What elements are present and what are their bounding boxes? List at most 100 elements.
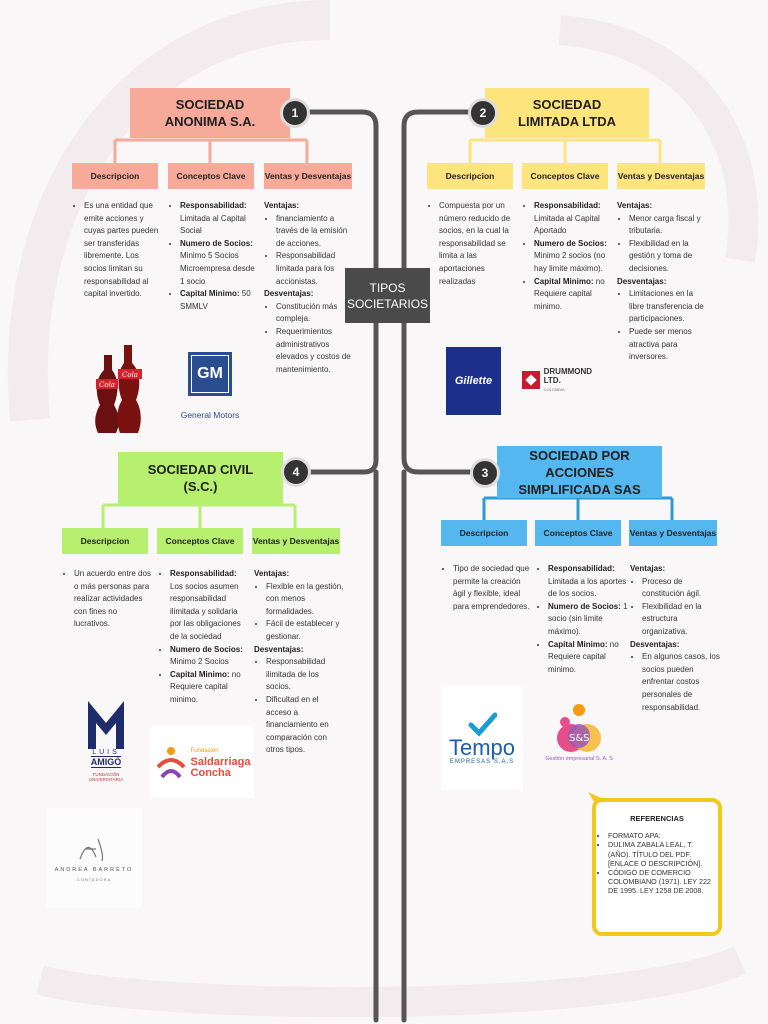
sa-number-badge: 1 [280,98,310,128]
general-motors-logo: GM General Motors [170,340,250,432]
sas-cat-ventajas: Ventas y Desventajas [629,520,717,546]
sc-title-line-1: SOCIEDAD CIVIL [147,462,254,477]
sas-cat-conceptos: Conceptos Clave [535,520,621,546]
sc-desventaja-item: Dificultad en el acceso a financiamiento… [266,694,346,757]
sas-concept-item: Numero de Socios: 1 socio (sin limite má… [548,601,628,639]
sa-cat-ventajas: Ventas y Desventajas [264,163,352,189]
sa-concept-item: Capital Minimo: 50 SMMLV [180,288,260,313]
reference-item: FORMATO APA: [608,831,712,840]
sa-concept-item: Numero de Socios: Minimo 5 Socios Microe… [180,238,260,288]
ltda-desc-text: Compuesta por un número reducido de soci… [439,200,517,288]
ltda-title: SOCIEDAD LIMITADA LTDA [485,88,649,138]
coca-cola-logo: Cola Cola [90,335,160,435]
ltda-ventaja-item: Flexibilidad en la gestión y toma de dec… [629,238,709,276]
center-node: TIPOS SOCIETARIOS [345,268,430,323]
center-line-2: SOCIETARIOS [346,296,429,311]
sc-cat-descripcion: Descripcion [62,528,148,554]
references-box: REFERENCIAS FORMATO APA: DULIMA ZABALA L… [592,798,722,936]
references-title: REFERENCIAS [630,814,684,823]
ltda-title-line-2: LIMITADA LTDA [518,114,616,129]
luis-amigo-logo: LUIS AMIGÓ FUNDACIÓN UNIVERSITARIA [62,686,150,796]
sas-descripcion: Tipo de sociedad que permite la creación… [441,563,531,613]
sa-cat-conceptos: Conceptos Clave [168,163,254,189]
sc-concept-item: Responsabilidad: Los socios asumen respo… [170,568,250,644]
sa-ventaja-item: financiamiento a través de la emisión de… [276,213,356,251]
sc-desc-text: Un acuerdo entre dos o más personas para… [74,568,152,631]
ltda-number-badge: 2 [468,98,498,128]
sc-desventajas-label: Desventajas: [254,644,304,654]
sc-ventaja-item: Fácil de establecer y gestionar. [266,618,346,643]
sas-ventaja-item: Proceso de constitución ágil. [642,576,722,601]
sa-ventaja-item: Responsabilidad limitada para los accion… [276,250,356,288]
sas-ventaja-item: Flexibilidad en la estructura organizati… [642,601,722,639]
ltda-concept-item: Capital Minimo: no Requiere capital mini… [534,276,614,314]
tempo-logo: Tempo EMPRESAS S.A.S [441,686,523,790]
ltda-desventaja-item: Limitaciones en la libre transferencia d… [629,288,709,326]
sa-concept-item: Responsabilidad: Limitada al Capital Soc… [180,200,260,238]
reference-item: DULIMA ZABALA LEAL, T. (AÑO). TÍTULO DEL… [608,840,712,868]
saldarriaga-concha-logo: Fundación Saldarriaga Concha [150,726,254,798]
sas-title-line-1: SOCIEDAD POR [529,447,630,463]
andrea-barreto-logo: ANDREA BARRETO CONTADORA [46,808,142,908]
ltda-ventaja-item: Menor carga fiscal y tributaria. [629,213,709,238]
sas-title-line-2: ACCIONES [545,464,614,480]
sas-desventaja-item: En algunos casos, los socios pueden enfr… [642,651,722,714]
ltda-descripcion: Compuesta por un número reducido de soci… [427,200,517,288]
sa-descripcion: Es una entidad que emite acciones y cuya… [72,200,160,301]
sas-conceptos: Responsabilidad: Limitada a los aportes … [536,563,628,676]
sc-concept-item: Numero de Socios: Minimo 2 Socios [170,644,250,669]
sc-ventaja-item: Flexible en la gestión, con menos formal… [266,581,346,619]
sc-cat-conceptos: Conceptos Clave [157,528,243,554]
sc-desventaja-item: Responsabilidad ilimitada de los socios. [266,656,346,694]
reference-item: CÓDIGO DE COMERCIO COLOMBIANO (1971). LE… [608,868,712,896]
sc-descripcion: Un acuerdo entre dos o más personas para… [62,568,152,631]
svg-text:Cola: Cola [122,371,138,379]
ltda-cat-ventajas: Ventas y Desventajas [617,163,705,189]
ltda-cat-conceptos: Conceptos Clave [522,163,608,189]
ltda-ventajas-label: Ventajas: [617,201,653,210]
s-and-s-logo: S&S Gestión empresarial S. A. S [538,690,620,774]
sas-title-line-3: SIMPLIFICADA SAS [518,481,641,497]
ltda-concept-item: Numero de Socios: Minimo 2 socios (no ha… [534,238,614,276]
sa-title: SOCIEDAD ANONIMA S.A. [130,88,290,138]
sa-title-line-2: ANONIMA S.A. [164,114,256,129]
svg-text:S&S: S&S [569,733,590,744]
sc-conceptos: Responsabilidad: Los socios asumen respo… [158,568,250,707]
sas-desc-text: Tipo de sociedad que permite la creación… [453,563,531,613]
sc-ventajas: Ventajas: Flexible en la gestión, con me… [254,568,346,757]
sas-title: SOCIEDAD POR ACCIONES SIMPLIFICADA SAS [497,446,662,498]
sas-number-badge: 3 [470,458,500,488]
center-line-1: TIPOS [369,280,406,295]
sc-number-badge: 4 [281,457,311,487]
sc-cat-ventajas: Ventas y Desventajas [252,528,340,554]
sc-title-line-2: (S.C.) [183,479,218,494]
ltda-ventajas: Ventajas: Menor carga fiscal y tributari… [617,200,709,364]
ltda-desventajas-label: Desventajas: [617,276,667,286]
drummond-logo: DRUMMOND LTD. COLOMBIA [522,362,610,398]
sa-desventaja-item: Requerimientos administrativos elevados … [276,326,356,376]
gm-caption: General Motors [180,410,240,420]
sas-concept-item: Capital Minimo: no Requiere capital mini… [548,639,628,677]
sa-title-line-1: SOCIEDAD [175,97,245,112]
sa-desventajas-label: Desventajas: [264,289,314,299]
gillette-logo: Gillette [446,347,501,415]
sc-title: SOCIEDAD CIVIL (S.C.) [118,452,283,504]
sc-ventajas-label: Ventajas: [254,569,290,578]
sa-desc-text: Es una entidad que emite acciones y cuya… [84,200,160,301]
sas-cat-descripcion: Descripcion [441,520,527,546]
sa-conceptos: Responsabilidad: Limitada al Capital Soc… [168,200,260,313]
sa-desventaja-item: Constitución más compleja. [276,301,356,326]
sas-desventajas-label: Desventajas: [630,639,680,649]
ltda-desventaja-item: Puede ser menos atractiva para inversore… [629,326,709,364]
sas-ventajas: Ventajas: Proceso de constitución ágil. … [630,563,722,714]
sa-cat-descripcion: Descripcion [72,163,158,189]
sc-concept-item: Capital Minimo: no Requiere capital mini… [170,669,250,707]
sa-ventajas: Ventajas: financiamiento a través de la … [264,200,356,376]
ltda-concept-item: Responsabilidad: Limitada al Capital Apo… [534,200,614,238]
svg-text:Cola: Cola [99,381,115,389]
sas-ventajas-label: Ventajas: [630,564,666,573]
ltda-conceptos: Responsabilidad: Limitada al Capital Apo… [522,200,614,313]
sa-ventajas-label: Ventajas: [264,201,300,210]
